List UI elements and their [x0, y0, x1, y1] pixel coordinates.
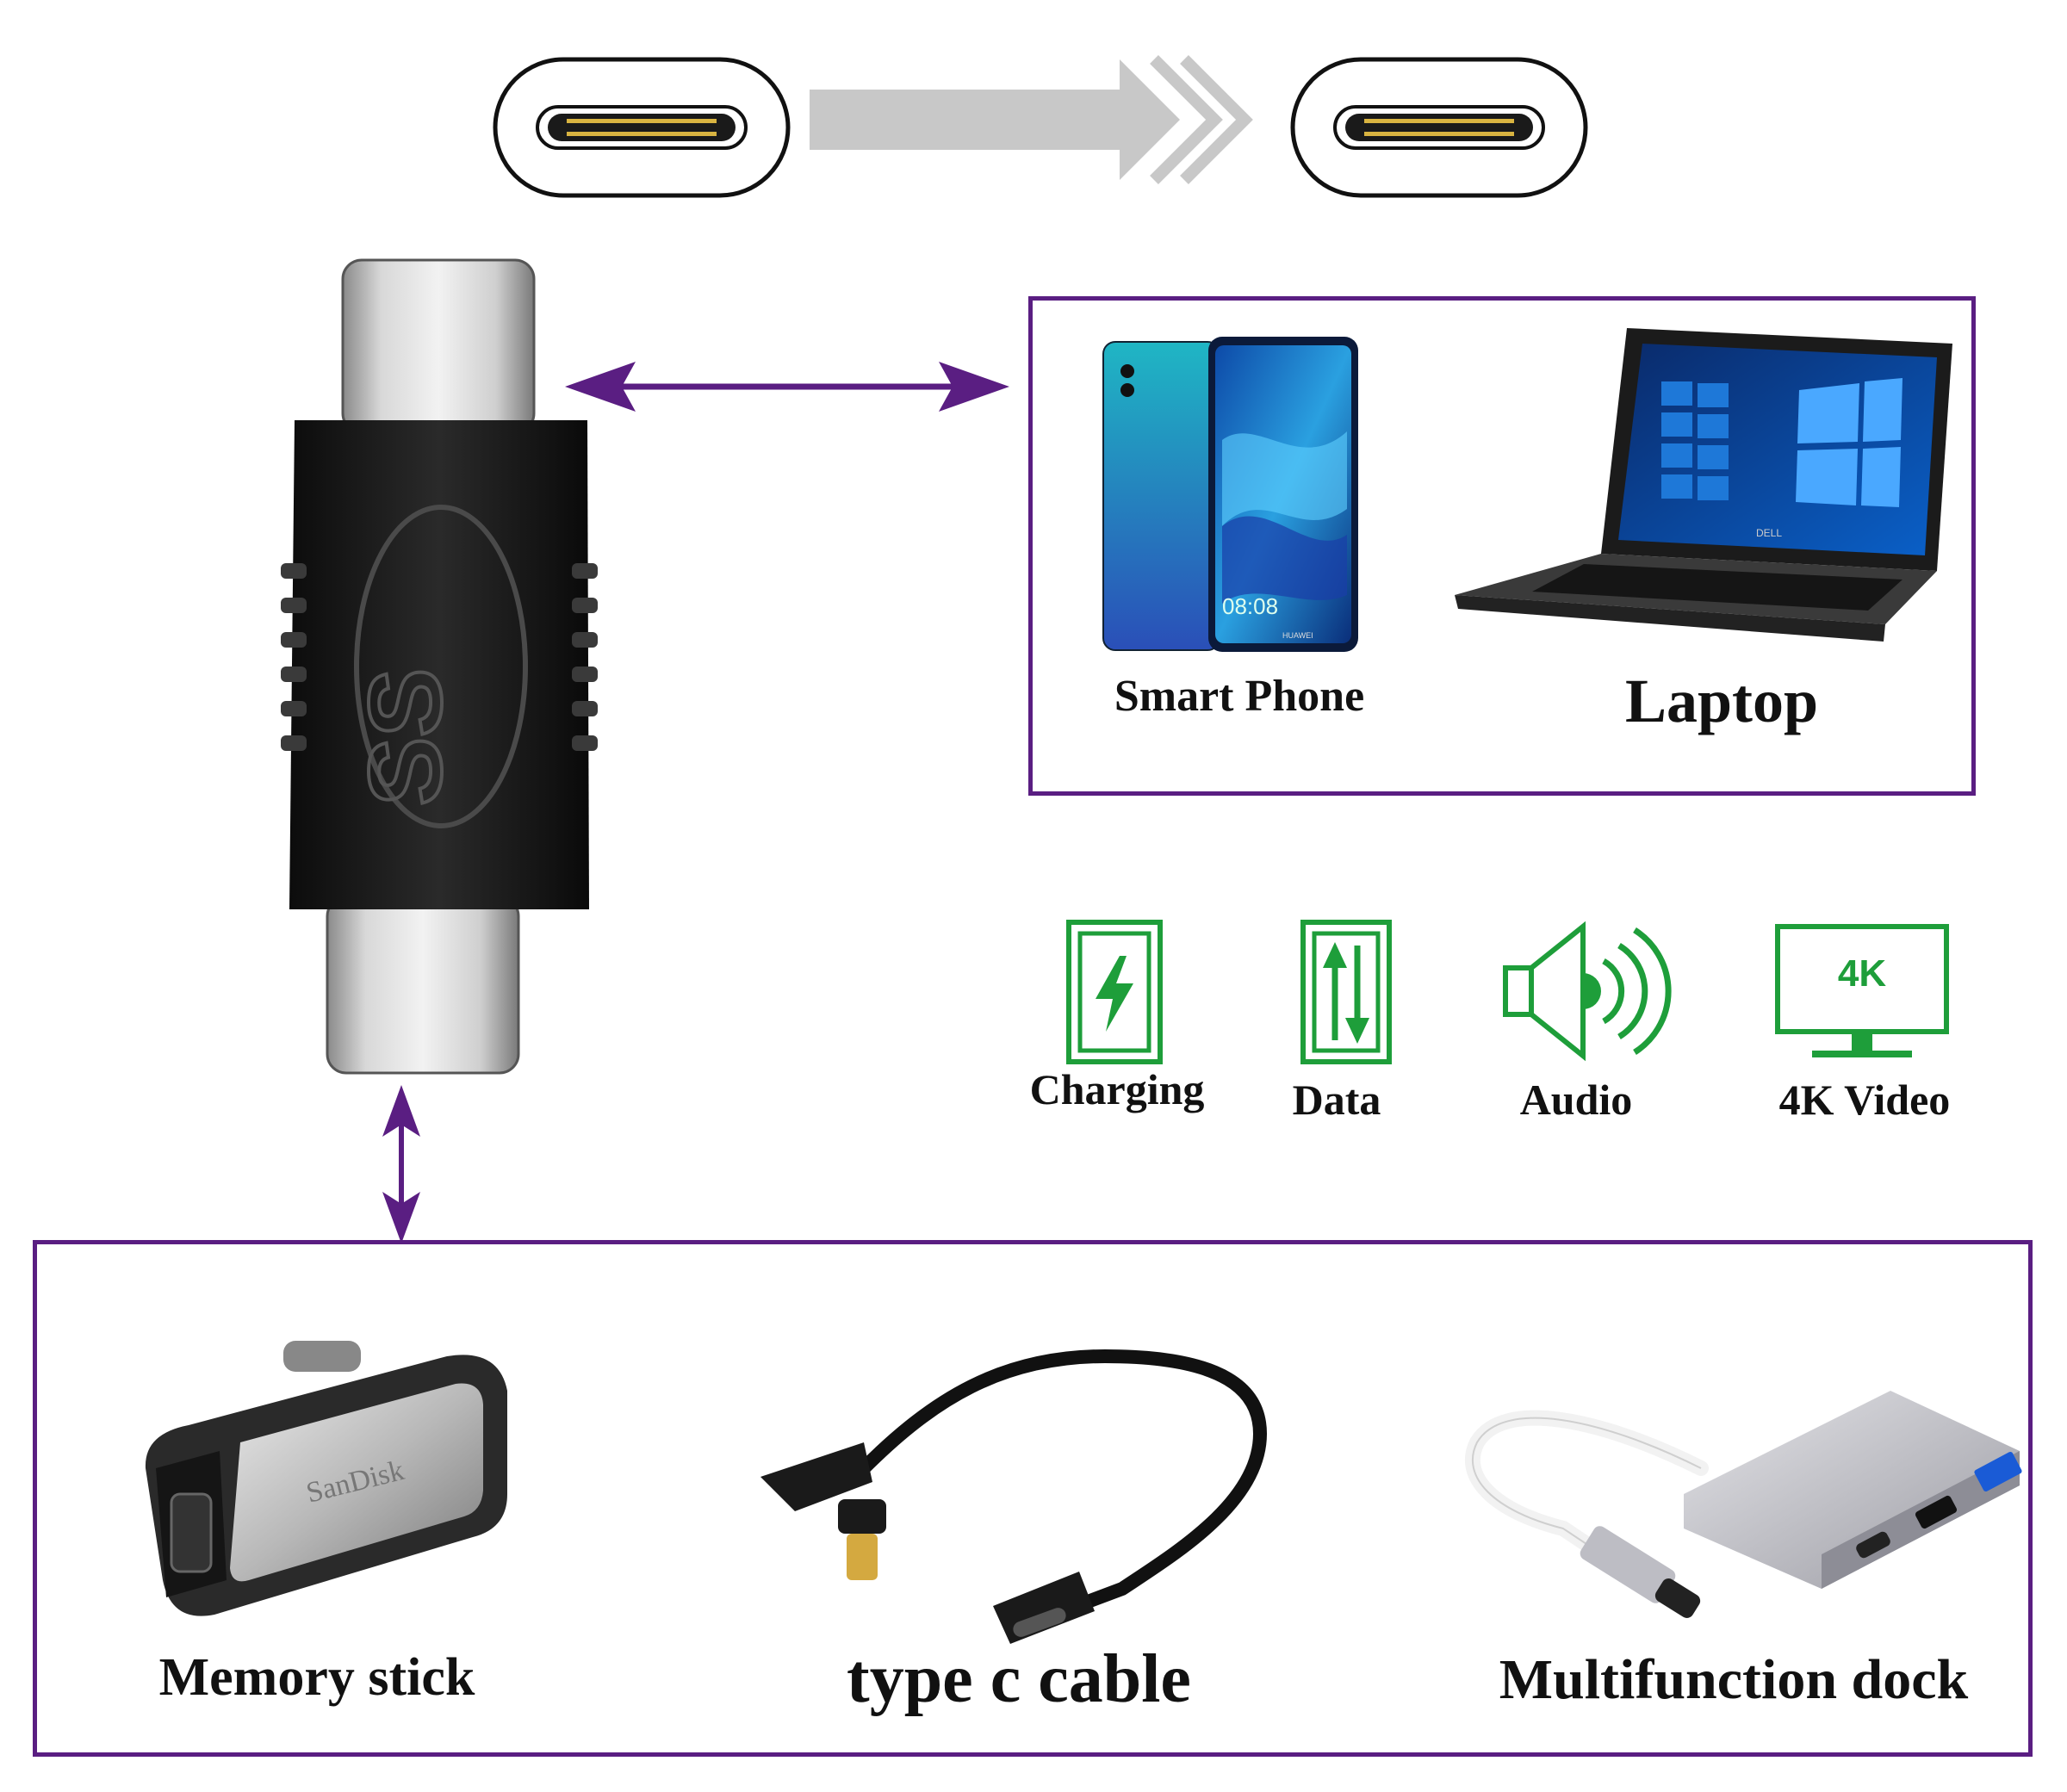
charging-label: Charging — [1029, 1065, 1205, 1113]
usb-c-adapter-image: SS — [276, 255, 603, 1082]
monitor-glyph: 4K — [1837, 952, 1887, 995]
adapter-logo-text: SS — [348, 668, 463, 806]
memory-stick-image: SanDisk — [137, 1322, 525, 1632]
data-label: Data — [1292, 1076, 1381, 1124]
memory-stick-label: Memory stick — [158, 1648, 475, 1707]
monitor-icon — [1774, 923, 1950, 1061]
laptop-image: DELL — [1455, 321, 1954, 666]
laptop-label: Laptop — [1624, 667, 1819, 735]
audio-label: Audio — [1519, 1076, 1633, 1124]
direction-arrow-icon — [810, 55, 1257, 184]
target-port-badge — [1290, 57, 1588, 198]
speaker-icon — [1500, 918, 1673, 1064]
usb-c-cable-label: type c cable — [847, 1641, 1191, 1717]
laptop-brand: DELL — [1756, 527, 1782, 539]
charging-icon — [1066, 920, 1163, 1064]
phone-clock: 08:08 — [1222, 593, 1278, 619]
data-transfer-icon — [1300, 920, 1392, 1064]
devices-panel: 08:08 HUAWEI Smart Phone — [1028, 296, 1976, 796]
accessories-panel: SanDisk Memory stick type c cable — [33, 1240, 2033, 1757]
phone-brand: HUAWEI — [1282, 631, 1313, 640]
usb-c-hub-label: Multifunction dock — [1499, 1648, 1969, 1711]
video-label: 4K Video — [1778, 1076, 1951, 1124]
smartphone-image: 08:08 HUAWEI — [1102, 337, 1360, 655]
usb-c-cable-image — [743, 1330, 1329, 1658]
adapter-to-accessories-arrow — [376, 1085, 427, 1243]
adapter-to-devices-arrow — [565, 357, 1009, 417]
smartphone-label: Smart Phone — [1114, 672, 1365, 721]
source-port-badge — [493, 57, 791, 198]
usb-c-hub-image — [1425, 1382, 2028, 1658]
